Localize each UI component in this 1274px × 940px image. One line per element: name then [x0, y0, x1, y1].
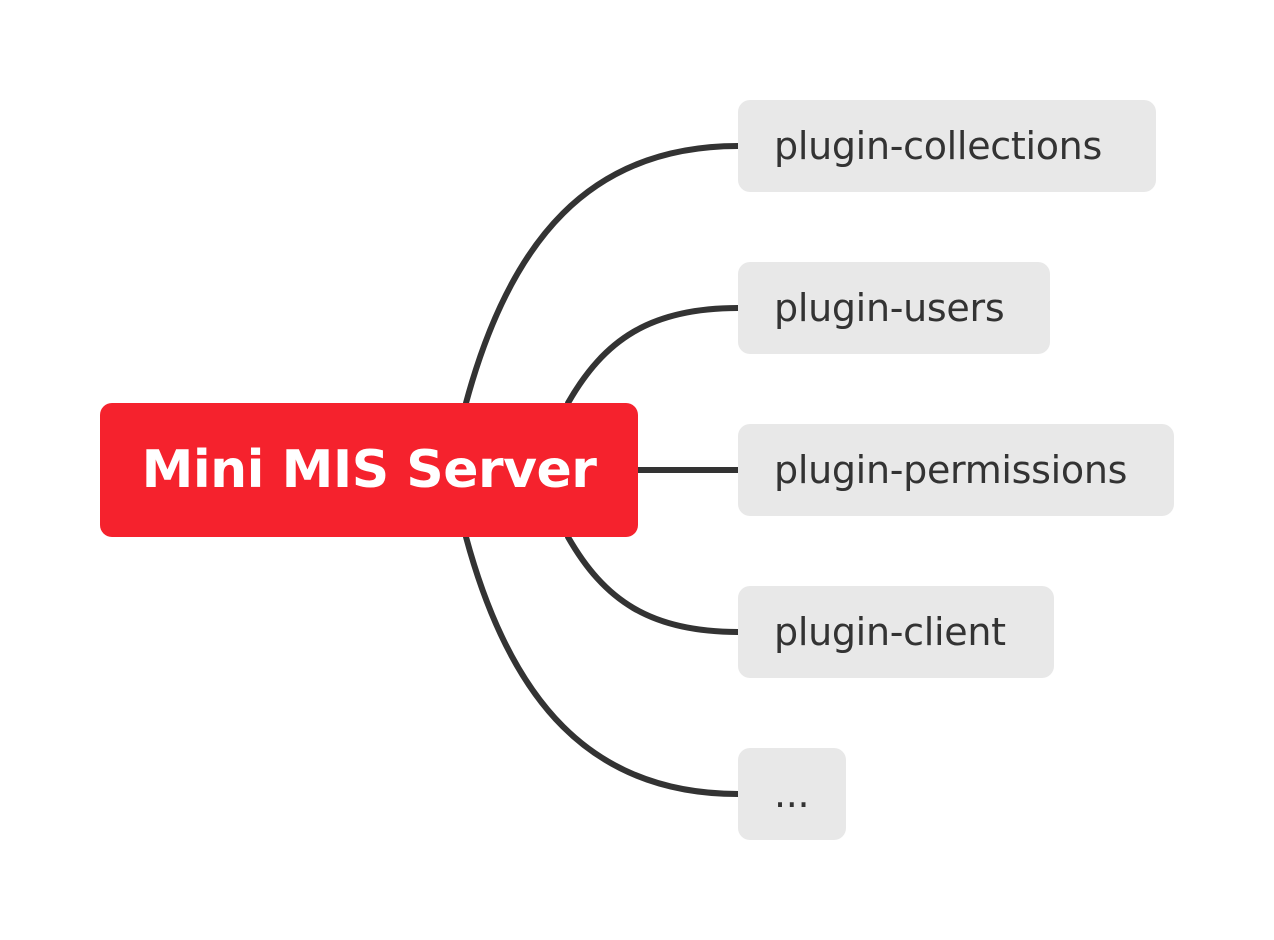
topic-node-plugin-permissions[interactable]: plugin-permissions	[738, 424, 1174, 516]
root-topic-node[interactable]: Mini MIS Server	[100, 403, 638, 537]
topic-node-plugin-client[interactable]: plugin-client	[738, 586, 1054, 678]
connector-line-collections	[463, 143, 741, 406]
topic-node-plugin-users[interactable]: plugin-users	[738, 262, 1050, 354]
topic-label: plugin-collections	[774, 124, 1102, 168]
topic-node-ellipsis[interactable]: ...	[738, 748, 846, 840]
topic-node-plugin-collections[interactable]: plugin-collections	[738, 100, 1156, 192]
connector-line-client	[565, 534, 741, 635]
topic-label: plugin-client	[774, 610, 1006, 654]
root-topic-label: Mini MIS Server	[141, 440, 597, 500]
topic-label: plugin-permissions	[774, 448, 1128, 492]
topic-label: ...	[774, 772, 810, 816]
connector-line-users	[565, 305, 741, 406]
connector-line-ellipsis	[463, 534, 741, 797]
topic-label: plugin-users	[774, 286, 1005, 330]
